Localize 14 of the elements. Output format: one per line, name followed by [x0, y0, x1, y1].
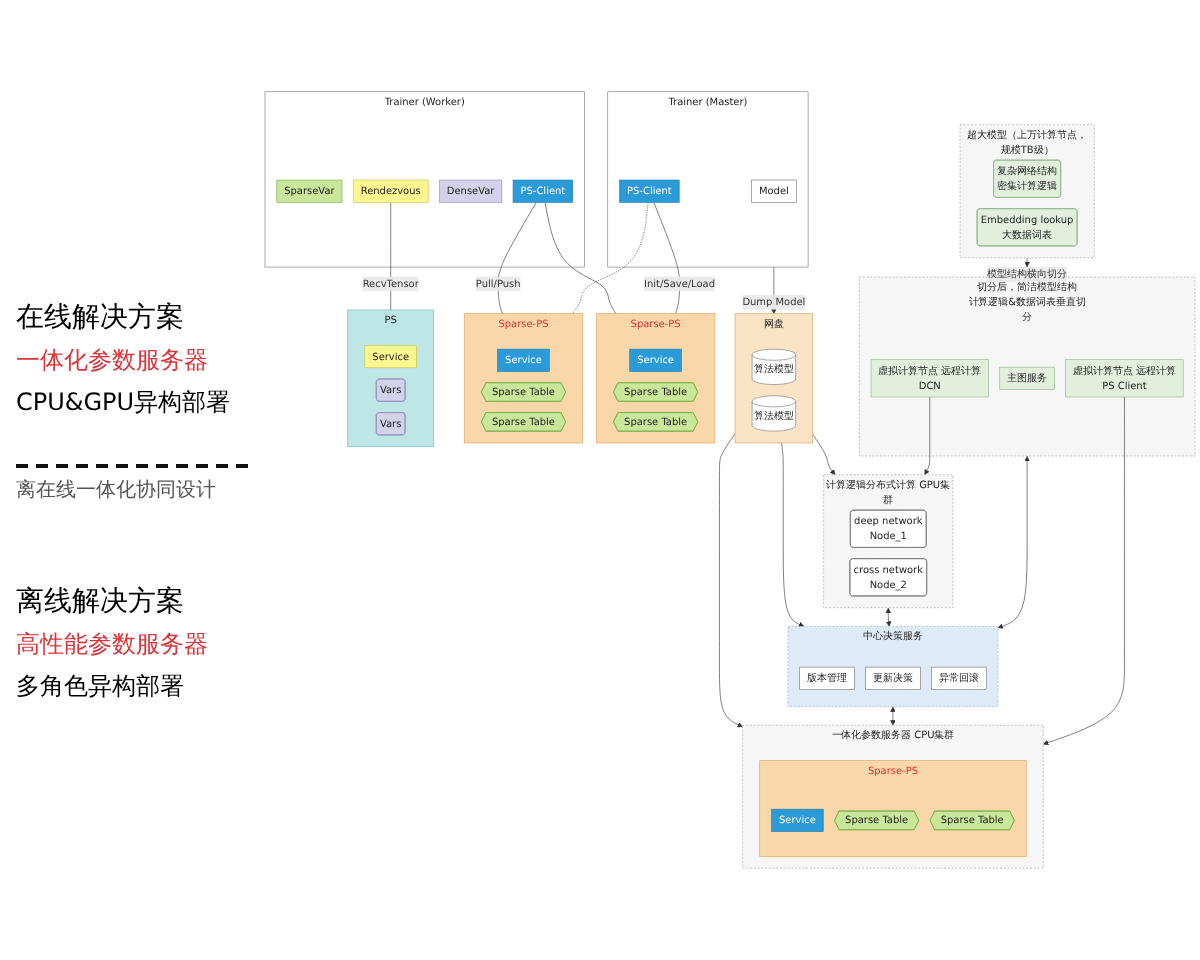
description-text: 多角色异构部署 [16, 670, 186, 704]
divider-note: 离在线一体化协同设计 [16, 464, 248, 504]
connector [497, 202, 537, 314]
connector [544, 202, 617, 314]
connector [653, 202, 680, 314]
section-heading: 在线解决方案 [16, 300, 186, 336]
highlight-text: 高性能参数服务器 [16, 628, 210, 662]
description-text: CPU&GPU异构部署 [16, 386, 233, 420]
highlight-text: 一体化参数服务器 [16, 344, 210, 378]
section-heading: 离线解决方案 [16, 584, 186, 620]
connector [572, 202, 649, 314]
arrow [890, 706, 896, 726]
arrow [1024, 257, 1030, 268]
arrow [885, 607, 892, 627]
